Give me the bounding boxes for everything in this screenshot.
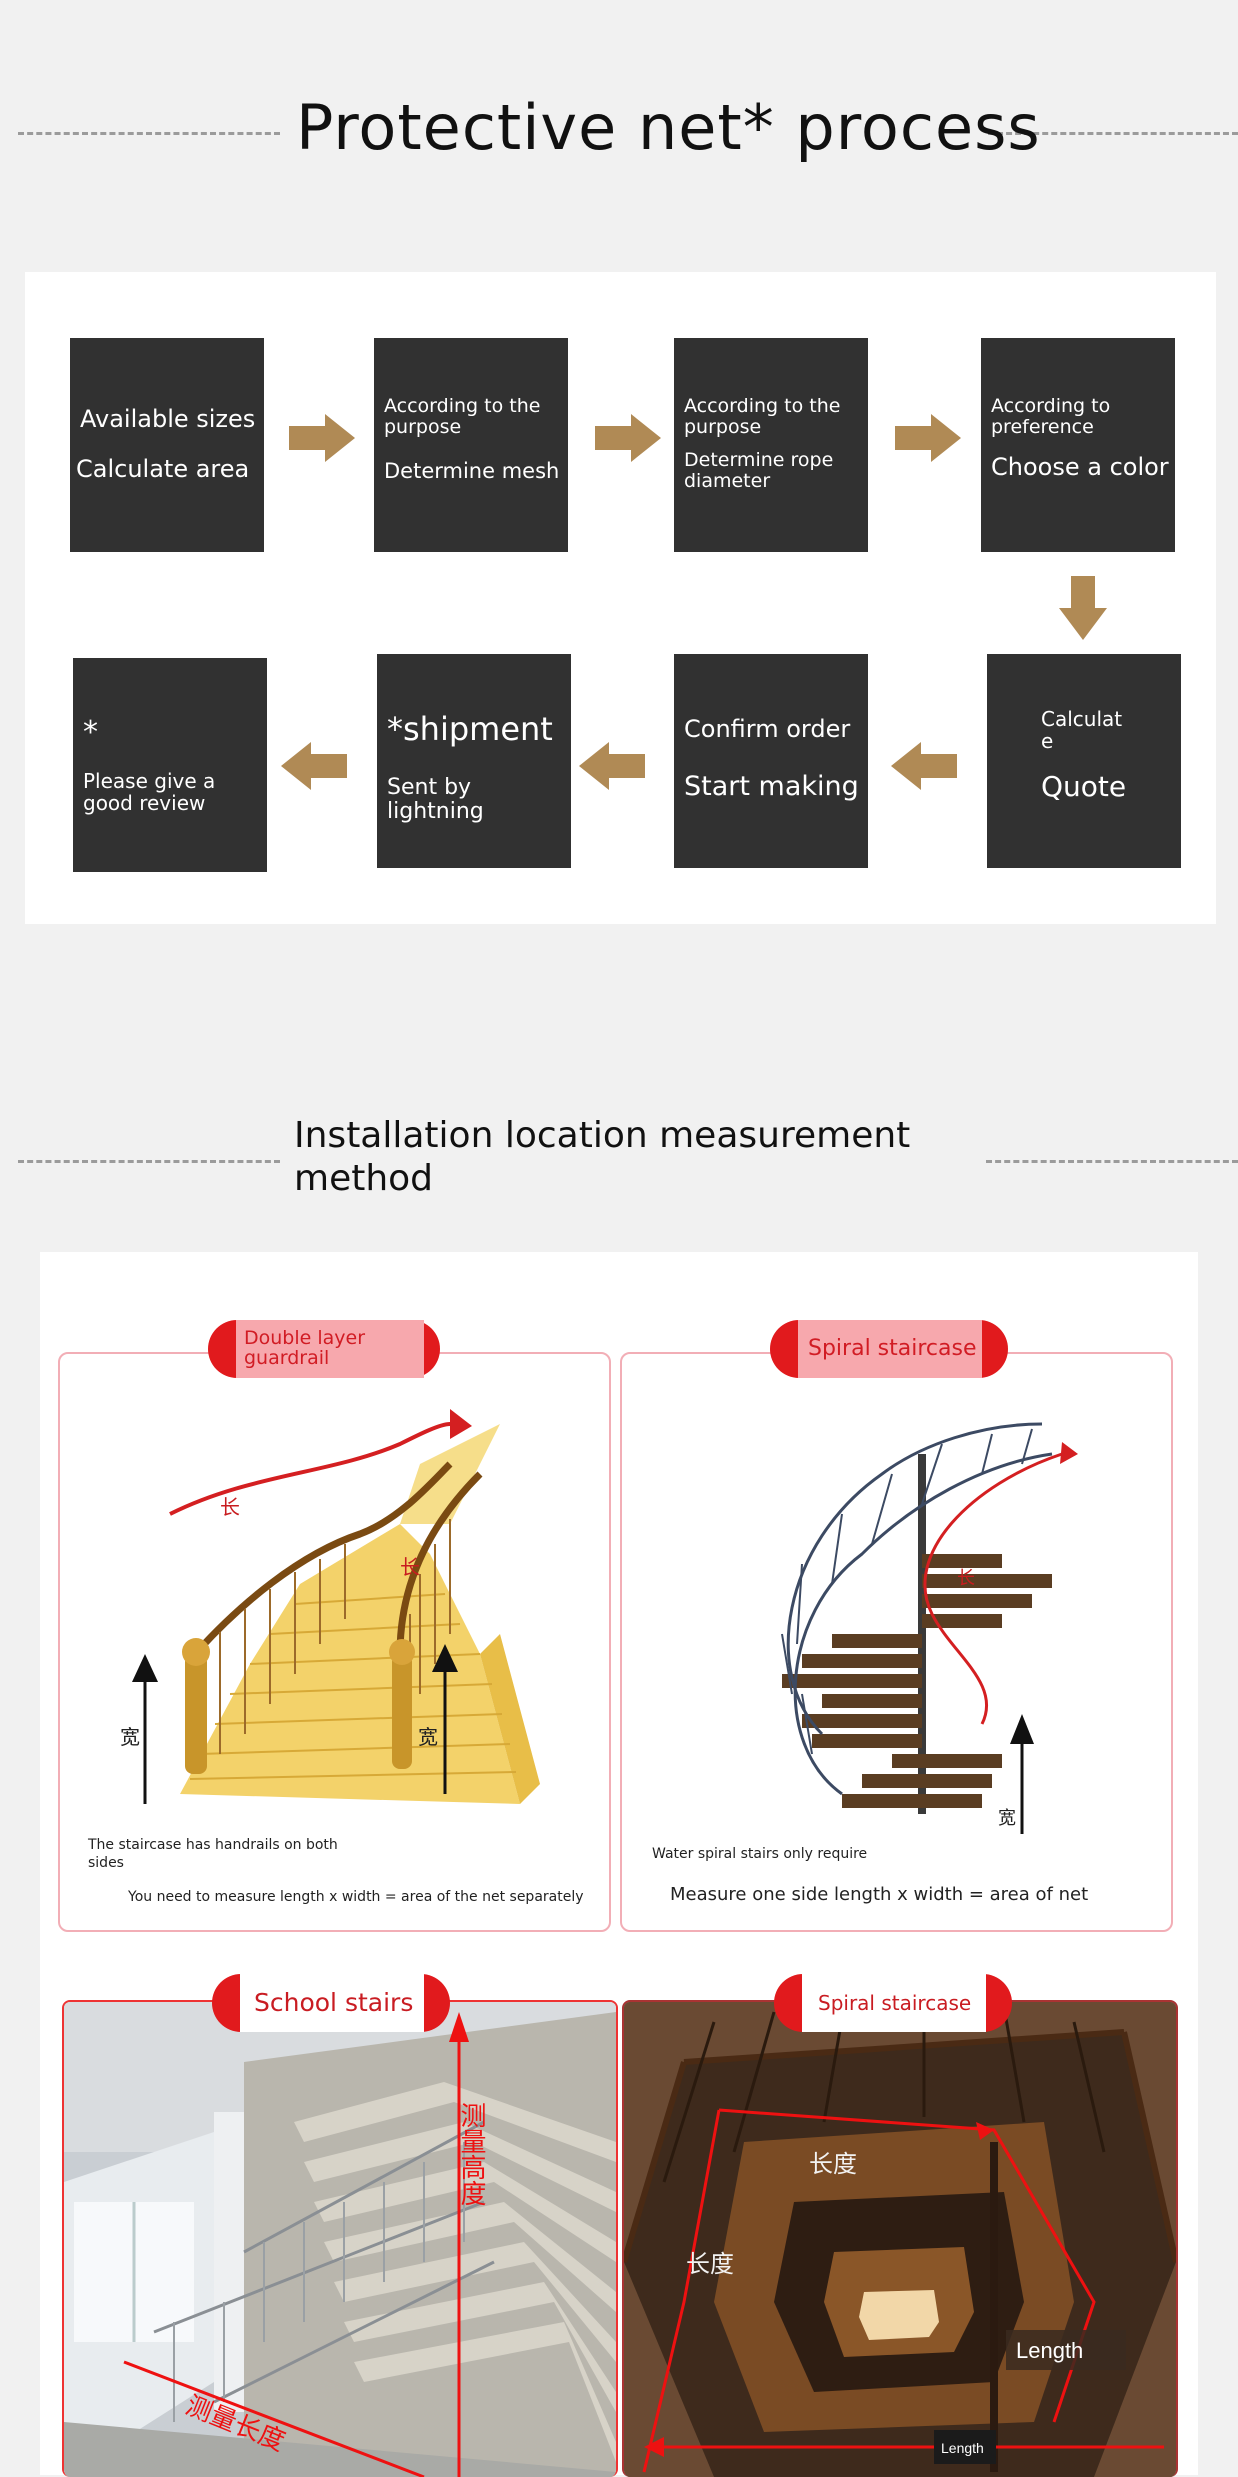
measurement-panel: 长: [40, 1252, 1198, 2477]
step-box-3: According to the purpose Determine rope …: [674, 338, 868, 552]
card-double-guardrail: 长: [58, 1352, 611, 1932]
title-divider-right: [986, 1160, 1238, 1163]
width-mark: 宽: [998, 1808, 1016, 1828]
arrow-left-icon: [891, 742, 957, 790]
step-box-7: *shipment Sent by lightning: [377, 654, 571, 868]
card-note: Water spiral stairs only require: [652, 1846, 868, 1862]
title-divider-left: [18, 1160, 280, 1163]
arrow-right-icon: [289, 414, 355, 462]
process-panel: Available sizes Calculate area According…: [25, 272, 1216, 924]
length-mark: 长度: [809, 2151, 857, 2178]
card-spiral-1: 长 宽 Water spiral stairs only require Mea…: [620, 1352, 1173, 1932]
length-mark: 长: [220, 1496, 240, 1519]
card-formula: You need to measure length x width = are…: [128, 1889, 584, 1905]
step-box-5: Calculat e Quote: [987, 654, 1181, 868]
spiral-staircase-photo: 长度 长度 Length Length: [622, 2000, 1178, 2477]
title-divider-left: [18, 132, 280, 135]
arrow-down-icon: [1059, 576, 1107, 640]
card-label-spiral-2: Spiral staircase: [774, 1974, 1014, 2032]
length-mark-en-small: Length: [941, 2440, 984, 2456]
double-guardrail-staircase-illustration: 长: [120, 1409, 540, 1804]
step-box-1: Available sizes Calculate area: [70, 338, 264, 552]
step-box-8: * Please give a good review: [73, 658, 267, 872]
arrow-right-icon: [595, 414, 661, 462]
process-title: Protective net* process: [296, 91, 1041, 164]
height-mark: 测量高度: [457, 2102, 487, 2206]
card-label-school-stairs: School stairs: [212, 1974, 452, 2032]
length-mark-en: Length: [1016, 2338, 1083, 2363]
width-mark: 宽: [120, 1726, 140, 1749]
card-label-double-guardrail: Double layer guardrail: [208, 1320, 448, 1378]
arrow-left-icon: [579, 742, 645, 790]
length-mark: 长度: [686, 2251, 734, 2278]
arrow-left-icon: [281, 742, 347, 790]
arrow-right-icon: [895, 414, 961, 462]
card-formula: Measure one side length x width = area o…: [670, 1884, 1089, 1905]
width-mark: 宽: [418, 1726, 438, 1749]
step-box-6: Confirm order Start making: [674, 654, 868, 868]
measurement-title: Installation location measurement method: [294, 1115, 911, 1199]
length-mark: 长: [957, 1568, 975, 1588]
card-note: The staircase has handrails on both side…: [88, 1837, 338, 1871]
title-divider-right: [988, 132, 1238, 135]
school-stairs-photo: 测量高度 测量长度: [62, 2000, 618, 2477]
step-box-2: According to the purpose Determine mesh: [374, 338, 568, 552]
card-label-spiral-1: Spiral staircase: [770, 1320, 1010, 1378]
step-box-4: According to preference Choose a color: [981, 338, 1175, 552]
spiral-staircase-illustration: 长 宽: [781, 1422, 1078, 1834]
length-mark: 长: [400, 1556, 420, 1579]
